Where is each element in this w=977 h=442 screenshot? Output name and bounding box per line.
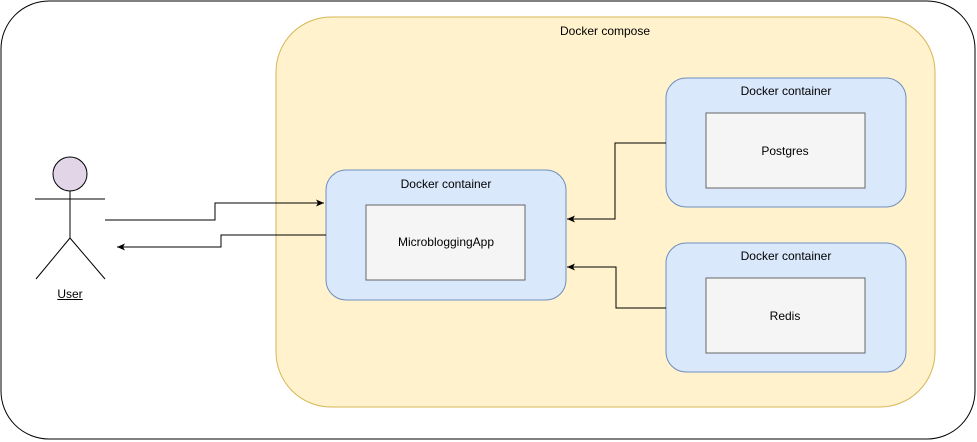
redis-container-label: Docker container <box>740 249 832 263</box>
redis-service-label: Redis <box>769 309 801 323</box>
postgres-container-label: Docker container <box>740 84 832 98</box>
postgres-to-app-arrow <box>567 142 666 223</box>
redis-to-app-arrow <box>567 263 666 309</box>
redis-service-box <box>705 277 866 354</box>
user-to-app-arrow <box>105 199 324 221</box>
docker-compose-label: Docker compose <box>559 24 651 38</box>
user-actor-icon <box>35 156 106 280</box>
app-container-label: Docker container <box>400 177 492 191</box>
user-label: User <box>57 287 83 301</box>
postgres-service-box <box>705 112 866 189</box>
app-service-box <box>365 204 526 281</box>
app-to-user-arrow <box>117 234 326 251</box>
app-service-label: MicrobloggingApp <box>397 235 495 249</box>
postgres-service-label: Postgres <box>761 144 809 158</box>
